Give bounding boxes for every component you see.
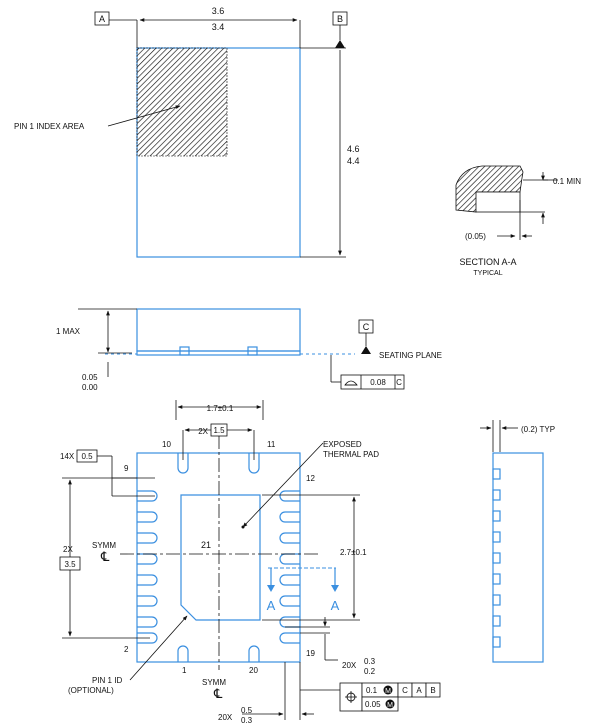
symm-left-label: SYMM	[92, 541, 116, 550]
pad-span-label: 1.7±0.1	[207, 404, 234, 413]
pin1-index-hatch	[136, 47, 228, 157]
lead-w-max: 0.5	[241, 706, 253, 715]
end-typ-label: (0.2) TYP	[521, 425, 555, 434]
exposed-pad-label-2: THERMAL PAD	[323, 450, 379, 459]
pad-length-label: 2.7±0.1	[340, 548, 367, 557]
length-min: 4.4	[347, 156, 360, 166]
width-min: 3.4	[212, 22, 225, 32]
package-outline-bottom	[136, 452, 301, 663]
flatness-value: 0.08	[370, 378, 386, 387]
section-min-label: 0.1 MIN	[553, 177, 581, 186]
pin20-label: 20	[249, 666, 258, 675]
right-leads	[279, 490, 300, 644]
exposed-pad-label-1: EXPOSED	[323, 440, 362, 449]
svg-text:M: M	[385, 688, 391, 695]
lead-1	[177, 645, 189, 662]
pin19-label: 19	[306, 649, 315, 658]
lead-w-min: 0.3	[241, 716, 253, 725]
lead-len-max: 0.3	[364, 657, 376, 666]
lead-11	[248, 453, 260, 474]
standoff-min: 0.00	[82, 383, 98, 392]
centerline-symbol-left: ℄	[100, 549, 110, 564]
bottom-view: 1.7±0.1 2X 1.5 10 11 12 9 2 1 20 19 21 1…	[59, 400, 441, 725]
lead-w-count: 20X	[218, 713, 233, 722]
datum-c-label: C	[363, 322, 370, 332]
section-gap-label: (0.05)	[465, 232, 486, 241]
mmc-icon-1	[383, 685, 393, 695]
datum-a-box	[94, 11, 110, 26]
lead-len-min: 0.2	[364, 667, 376, 676]
left-leads	[137, 490, 158, 644]
top-view: A 3.6 3.4 B 4.6 4.4 PIN 1 INDEX AREA	[14, 6, 360, 258]
standoff-max: 0.05	[82, 373, 98, 382]
section-mark-left: A	[267, 598, 276, 613]
pin1-id-label-2: (OPTIONAL)	[68, 686, 114, 695]
flatness-frame	[340, 374, 405, 390]
pitch-count: 2X	[198, 427, 208, 436]
seating-plane-label: SEATING PLANE	[379, 351, 442, 360]
section-mark-right: A	[331, 598, 340, 613]
section-subtitle: TYPICAL	[473, 270, 502, 277]
mmc-icon-2	[385, 699, 395, 709]
row-count: 2X	[63, 545, 73, 554]
side-view: 1 MAX 0.05 0.00 C SEATING PLANE 0.08 C	[56, 308, 442, 392]
pin11-label: 11	[267, 440, 276, 449]
lead-pitch-count: 14X	[60, 452, 75, 461]
lead-20	[248, 645, 260, 662]
section-title: SECTION A-A	[459, 257, 516, 267]
lead-len-count: 20X	[342, 661, 357, 670]
package-outline-side	[136, 308, 301, 352]
lead-pitch-value: 0.5	[81, 452, 93, 461]
symm-bottom-label: SYMM	[202, 678, 226, 687]
centerline-symbol-bottom: ℄	[213, 686, 223, 701]
height-max-label: 1 MAX	[56, 327, 81, 336]
tol1-datum-3: B	[430, 686, 435, 695]
thermal-pad	[180, 494, 261, 621]
datum-b-label: B	[337, 14, 343, 24]
pin2-label: 2	[124, 645, 129, 654]
tol2-value: 0.05	[365, 700, 381, 709]
end-view: (0.2) TYP	[480, 420, 555, 663]
row-value: 3.5	[64, 560, 76, 569]
pin21-label: 21	[201, 540, 211, 550]
width-max: 3.6	[212, 6, 225, 16]
datum-a-label: A	[99, 14, 105, 24]
pin9-label: 9	[124, 464, 129, 473]
lead-10	[177, 453, 189, 474]
pin1-id-label-1: PIN 1 ID	[92, 676, 122, 685]
tol1-datum-2: A	[416, 686, 422, 695]
svg-text:M: M	[387, 702, 393, 709]
pin12-label: 12	[306, 474, 315, 483]
pin1-label: 1	[182, 666, 187, 675]
pitch-value: 1.5	[213, 426, 225, 435]
pin10-label: 10	[162, 440, 171, 449]
flatness-datum: C	[396, 378, 402, 387]
tol1-datum-1: C	[402, 686, 408, 695]
section-a-a: 0.1 MIN (0.05) SECTION A-A TYPICAL	[455, 165, 581, 277]
tol1-value: 0.1	[366, 686, 378, 695]
pin1-index-label: PIN 1 INDEX AREA	[14, 122, 85, 131]
length-max: 4.6	[347, 144, 360, 154]
